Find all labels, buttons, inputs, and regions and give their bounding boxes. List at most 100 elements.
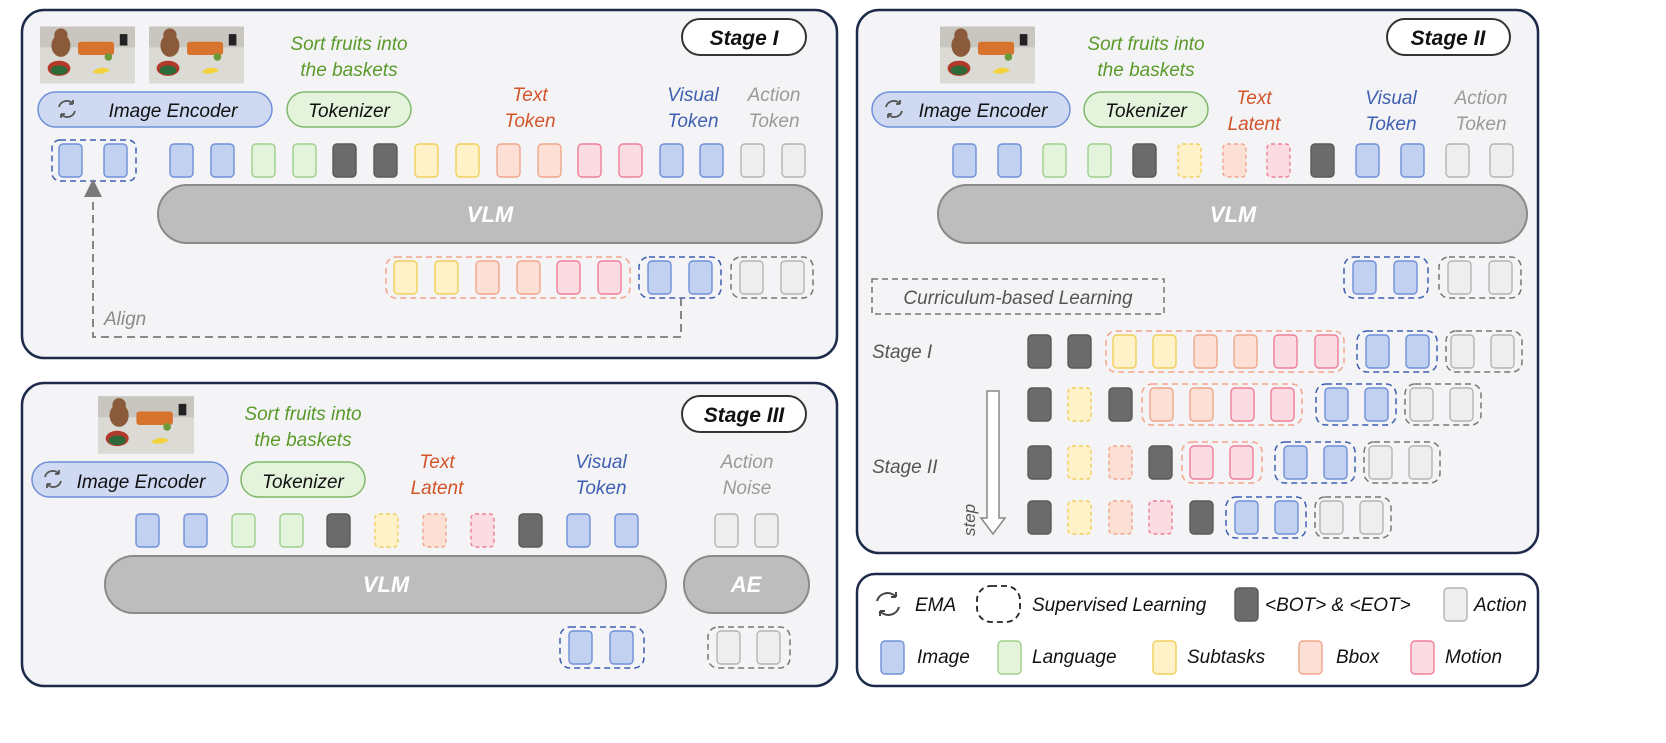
scene-thumbnail [149,26,244,84]
action-token [716,630,741,665]
action-token [756,630,781,665]
action-token [1450,334,1475,369]
legend-bot-eot-swatch [1234,587,1259,622]
motion-token [556,260,581,295]
curriculum-label: Curriculum-based Learning [903,288,1133,309]
image-token [169,143,194,178]
image-token [1365,334,1390,369]
stage2-tokenizer: Tokenizer [1083,91,1209,128]
curriculum-rows [1027,330,1523,539]
supervised-group [1315,383,1397,426]
image-token [952,143,977,178]
stage2-action-token-label-1: Action [1454,88,1508,109]
stage1-output-row [393,260,805,295]
motion-token [1270,387,1295,422]
legend-subtasks-label: Subtasks [1187,647,1266,668]
supervised-group [1274,441,1356,484]
image-token [614,513,639,548]
scene-thumbnail [98,396,194,454]
stage3-visual-output-group [559,626,645,669]
legend-motion-swatch [1410,640,1435,675]
motion-latent-token [470,513,495,548]
image-token [183,513,208,548]
stage1-badge-label: Stage I [710,27,780,50]
stage3-ae: AE [683,555,810,614]
supervised-group [1225,496,1307,539]
stage2-badge: Stage II [1386,18,1511,56]
image-token [1364,387,1389,422]
supervised-group [1363,441,1441,484]
motion-token [1189,445,1214,480]
image-token [647,260,672,295]
stage1-image-encoder-label: Image Encoder [109,101,239,122]
action-token [1408,445,1433,480]
ema-cycle-icon [58,100,76,118]
image-token [1405,334,1430,369]
stage3-visual-token-label-1: Visual [575,452,627,473]
stage2-image-encoder: Image Encoder [871,91,1071,128]
stage2-visual-token-label-1: Visual [1365,88,1417,109]
bbox-token [1149,387,1174,422]
image-token [1355,143,1380,178]
image-token [1400,143,1425,178]
stage2-text-latent-label-1: Text [1236,88,1272,109]
subtask-token [1152,334,1177,369]
subtask-latent-token [1067,445,1092,480]
subtask-latent-token [1067,387,1092,422]
supervised-group [1404,383,1482,426]
image-token [1393,260,1418,295]
stage2-text-latent-label-2: Latent [1228,114,1282,135]
subtask-latent-token [374,513,399,548]
legend-bot-eot-label: <BOT> & <EOT> [1265,595,1411,616]
action-token [1449,387,1474,422]
action-token [781,143,806,178]
stage3-action-noise-label-2: Noise [723,478,772,499]
stage2-tokenizer-label: Tokenizer [1105,101,1187,122]
bot-eot-token [1132,143,1157,178]
bbox-token [475,260,500,295]
stage1-instruction-line2: the baskets [300,60,398,81]
motion-token [577,143,602,178]
stage1-instruction-line1: Sort fruits into [290,34,407,55]
bot-eot-token [326,513,351,548]
stage3-output-row [568,630,781,665]
image-token [1352,260,1377,295]
action-token [754,513,779,548]
bbox-latent-token [422,513,447,548]
bbox-token [1193,334,1218,369]
bot-eot-token [518,513,543,548]
curriculum-label-box: Curriculum-based Learning [871,278,1165,315]
action-token [1359,500,1384,535]
stage1-token-row [58,143,806,178]
legend-panel: EMA Supervised Learning <BOT> & <EOT> Ac… [855,572,1540,688]
legend-bbox-label: Bbox [1336,647,1381,668]
action-token [740,143,765,178]
image-token [103,143,128,178]
image-token [1283,445,1308,480]
stage3-vlm-label: VLM [363,572,410,597]
stage1-text-token-label-2: Token [504,111,555,132]
motion-token [1314,334,1339,369]
stage1-action-token-label-1: Action [747,85,801,106]
legend-ema-label: EMA [915,595,956,616]
action-token [1447,260,1472,295]
stage2-action-output-group [1438,256,1522,299]
stage1-vlm-label: VLM [467,202,514,227]
subtask-token [1112,334,1137,369]
subtask-token [455,143,480,178]
action-token [1489,143,1514,178]
bot-eot-token [1310,143,1335,178]
stage3-text-latent-label-2: Latent [411,478,465,499]
stage3-instruction-line1: Sort fruits into [244,404,361,425]
supervised-group [1141,383,1303,426]
ema-cycle-icon [876,592,900,616]
step-arrow [979,390,1007,536]
legend-language-swatch [997,640,1022,675]
stage3-ae-label: AE [730,572,763,597]
stage1-text-token-label-1: Text [512,85,548,106]
bbox-token [1189,387,1214,422]
stage2-panel: Stage II Sort fruits into the baskets Im… [855,8,1540,555]
language-token [251,143,276,178]
stage3-action-noise-label-1: Action [720,452,774,473]
motion-token [618,143,643,178]
